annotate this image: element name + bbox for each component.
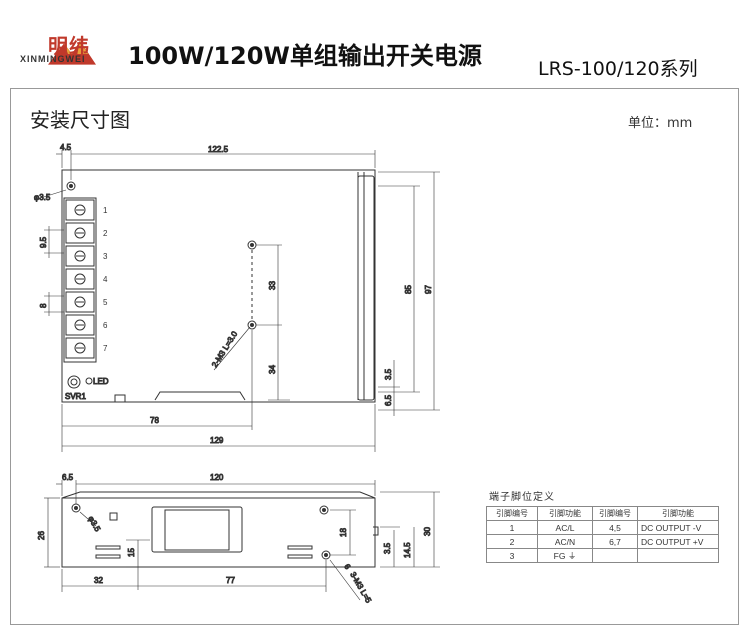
terminal-6 bbox=[65, 314, 95, 336]
mount-hole bbox=[66, 181, 76, 191]
terminal-screw-icon bbox=[74, 273, 86, 285]
front-dim-slot: 15 bbox=[127, 548, 136, 557]
front-dim-left-margin: 6.5 bbox=[62, 473, 74, 482]
terminal-screw-icon bbox=[74, 204, 86, 216]
table-cell: 4,5 bbox=[592, 520, 638, 535]
table-cell: 3 bbox=[486, 548, 538, 563]
dim-left-margin: 4.5 bbox=[60, 143, 72, 152]
terminal-4 bbox=[65, 268, 95, 290]
header: 明纬 XINMINGWEI 100W/120W单组输出开关电源 LRS-100/… bbox=[0, 0, 750, 90]
terminal-label: 5 bbox=[103, 298, 108, 307]
terminal-7 bbox=[65, 337, 95, 359]
pin-table-header: 引脚编号 bbox=[592, 506, 638, 521]
svr-label: SVR1 bbox=[65, 392, 86, 401]
terminal-screw-icon bbox=[74, 250, 86, 262]
terminal-label: 3 bbox=[103, 252, 108, 261]
terminal-label: 4 bbox=[103, 275, 108, 284]
terminal-screw-icon bbox=[74, 342, 86, 354]
brand-name-cn: 明纬 bbox=[48, 34, 90, 58]
terminal-screw-icon bbox=[74, 319, 86, 331]
front-dim-off6: 6 bbox=[342, 563, 352, 572]
terminal-block bbox=[63, 197, 97, 363]
top-body-outline bbox=[61, 169, 376, 403]
brand-name-en: XINMINGWEI bbox=[20, 54, 86, 64]
dim-terminal-w: 8 bbox=[39, 303, 48, 308]
front-dim-screw: 3-M3 L=5 bbox=[348, 571, 373, 605]
pin-table-header: 引脚功能 bbox=[637, 506, 719, 521]
terminal-screw-icon bbox=[74, 296, 86, 308]
front-dim-side: 3.5 bbox=[383, 542, 392, 554]
pin-table-header-row: 引脚编号 引脚功能 引脚编号 引脚功能 bbox=[486, 506, 719, 521]
logo-mountain-icon bbox=[48, 40, 96, 65]
front-slot bbox=[151, 506, 243, 553]
dim-len-78: 78 bbox=[150, 416, 159, 425]
pin-table-header: 引脚编号 bbox=[486, 506, 538, 521]
table-row: 2 AC/N 6,7 DC OUTPUT +V bbox=[486, 534, 719, 549]
table-row: 1 AC/L 4,5 DC OUTPUT -V bbox=[486, 520, 719, 535]
terminal-3 bbox=[65, 245, 95, 267]
pin-table-header: 引脚功能 bbox=[537, 506, 593, 521]
terminal-label: 1 bbox=[103, 206, 108, 215]
table-cell: DC OUTPUT +V bbox=[637, 534, 719, 549]
front-dim-height: 26 bbox=[37, 531, 46, 540]
dim-hole-dia: φ3.5 bbox=[34, 193, 51, 202]
svr-knob bbox=[67, 375, 81, 389]
front-dim-hole: φ3.5 bbox=[86, 515, 102, 534]
page-title: 100W/120W单组输出开关电源 bbox=[128, 42, 482, 70]
dim-foot2: 6.5 bbox=[384, 394, 393, 406]
front-hole-right bbox=[319, 505, 329, 515]
pin-table: 引脚编号 引脚功能 引脚编号 引脚功能 1 AC/L 4,5 DC OUTPUT… bbox=[486, 506, 719, 563]
pin-table-title: 端子脚位定义 bbox=[489, 492, 555, 503]
table-cell: DC OUTPUT -V bbox=[637, 520, 719, 535]
table-cell: AC/L bbox=[537, 520, 593, 535]
table-cell: FG ⏚ bbox=[537, 548, 593, 563]
table-row: 3 FG ⏚ bbox=[486, 548, 719, 563]
table-cell bbox=[592, 548, 638, 563]
section-title: 安装尺寸图 bbox=[30, 108, 130, 132]
front-dim-hole-h: 18 bbox=[339, 528, 348, 537]
dim-width-top: 122.5 bbox=[208, 145, 229, 154]
front-dim-depth: 30 bbox=[423, 527, 432, 536]
led-label: LED bbox=[93, 377, 109, 386]
front-body-outline bbox=[61, 491, 376, 568]
terminal-label: 7 bbox=[103, 344, 108, 353]
table-cell: 6,7 bbox=[592, 534, 638, 549]
terminal-2 bbox=[65, 222, 95, 244]
terminal-label: 2 bbox=[103, 229, 108, 238]
dim-height-inner: 85 bbox=[404, 285, 413, 294]
front-dim-side2: 14.5 bbox=[403, 542, 412, 558]
dim-hole-bottom: 34 bbox=[268, 365, 277, 374]
terminal-screw-icon bbox=[74, 227, 86, 239]
dim-len-129: 129 bbox=[210, 436, 224, 445]
series-label: LRS-100/120系列 bbox=[538, 58, 698, 80]
terminal-label: 6 bbox=[103, 321, 108, 330]
unit-label: 单位：mm bbox=[628, 116, 693, 131]
drawing-panel bbox=[10, 88, 739, 625]
front-dim-width: 120 bbox=[210, 473, 224, 482]
dim-height-total: 97 bbox=[424, 285, 433, 294]
table-cell: AC/N bbox=[537, 534, 593, 549]
table-cell bbox=[637, 548, 719, 563]
front-dim-len-32: 32 bbox=[94, 576, 103, 585]
table-cell: 2 bbox=[486, 534, 538, 549]
table-cell: 1 bbox=[486, 520, 538, 535]
terminal-1 bbox=[65, 199, 95, 221]
dim-pitch: 9.5 bbox=[39, 236, 48, 248]
led-indicator bbox=[85, 377, 93, 385]
dim-foot: 3.5 bbox=[384, 368, 393, 380]
front-dim-len-77: 77 bbox=[226, 576, 235, 585]
terminal-5 bbox=[65, 291, 95, 313]
dim-hole-gap: 33 bbox=[268, 281, 277, 290]
